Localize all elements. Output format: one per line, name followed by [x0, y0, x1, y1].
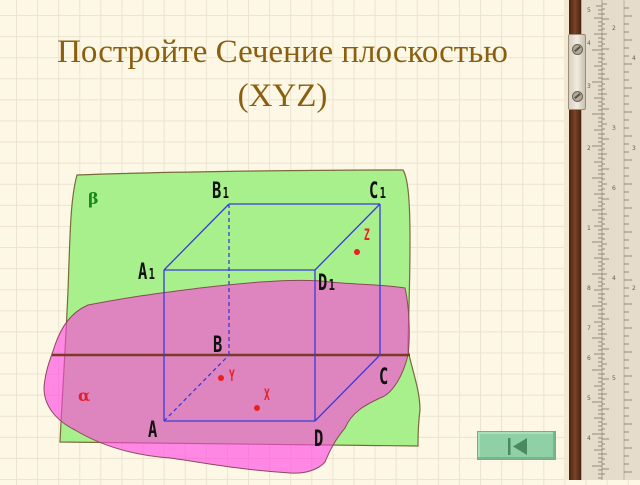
plane-beta-label: β [88, 189, 99, 208]
svg-text:6: 6 [587, 355, 591, 362]
slide-title: Постройте Сечение плоскостью (XYZ) [0, 30, 565, 118]
section-points: Z Y X [218, 227, 370, 411]
plane-alpha [43, 279, 410, 474]
svg-text:5: 5 [612, 375, 616, 382]
point-z-label: Z [364, 227, 370, 245]
screw-icon [572, 44, 583, 55]
svg-text:8: 8 [587, 285, 591, 292]
title-line-2: (XYZ) [237, 78, 328, 114]
vertex-label-b: B [213, 332, 222, 357]
vertex-label-a1: A1 [138, 259, 155, 284]
title-line-1: Постройте Сечение плоскостью [57, 34, 508, 70]
go-to-first-slide-button[interactable] [477, 431, 556, 460]
cube [163, 203, 381, 422]
point-y-dot [218, 375, 224, 381]
svg-text:3: 3 [612, 125, 616, 132]
svg-text:5: 5 [587, 395, 591, 402]
svg-text:4: 4 [587, 40, 591, 47]
plane-alpha-label: α [78, 386, 90, 405]
vertex-label-d: D [314, 426, 323, 451]
ruler-bar [569, 0, 581, 480]
svg-text:7: 7 [587, 325, 591, 332]
svg-text:2: 2 [587, 145, 591, 152]
point-z-dot [354, 249, 360, 255]
decorative-ruler: 5 4 3 2 1 8 7 6 5 4 2 3 6 4 5 4 3 2 [564, 0, 640, 480]
svg-text:4: 4 [632, 55, 636, 62]
svg-text:3: 3 [632, 145, 636, 152]
vertex-label-a: A [148, 417, 158, 442]
svg-text:4: 4 [587, 435, 591, 442]
vertex-label-c: C [379, 364, 388, 389]
vertex-label-d1: D1 [318, 270, 335, 295]
vertex-label-b1: B1 [212, 178, 229, 203]
vertex-label-c1: C1 [369, 178, 386, 203]
vertex-labels: B1 C1 A1 D1 B C A D [138, 178, 388, 451]
ruler-body: 5 4 3 2 1 8 7 6 5 4 2 3 6 4 5 4 3 2 [581, 0, 640, 480]
svg-text:3: 3 [587, 83, 591, 90]
point-y-label: Y [229, 368, 235, 386]
svg-text:6: 6 [612, 185, 616, 192]
svg-text:4: 4 [612, 275, 616, 282]
svg-text:2: 2 [612, 25, 616, 32]
svg-text:5: 5 [587, 7, 591, 14]
ruler-ticks: 5 4 3 2 1 8 7 6 5 4 2 3 6 4 5 4 3 2 [587, 0, 636, 480]
point-x-label: X [264, 387, 270, 405]
ruler-clip [568, 34, 586, 110]
svg-text:2: 2 [632, 285, 636, 292]
svg-text:1: 1 [587, 225, 591, 232]
screw-icon [572, 91, 583, 102]
skip-to-start-icon [508, 438, 527, 455]
point-x-dot [254, 405, 260, 411]
